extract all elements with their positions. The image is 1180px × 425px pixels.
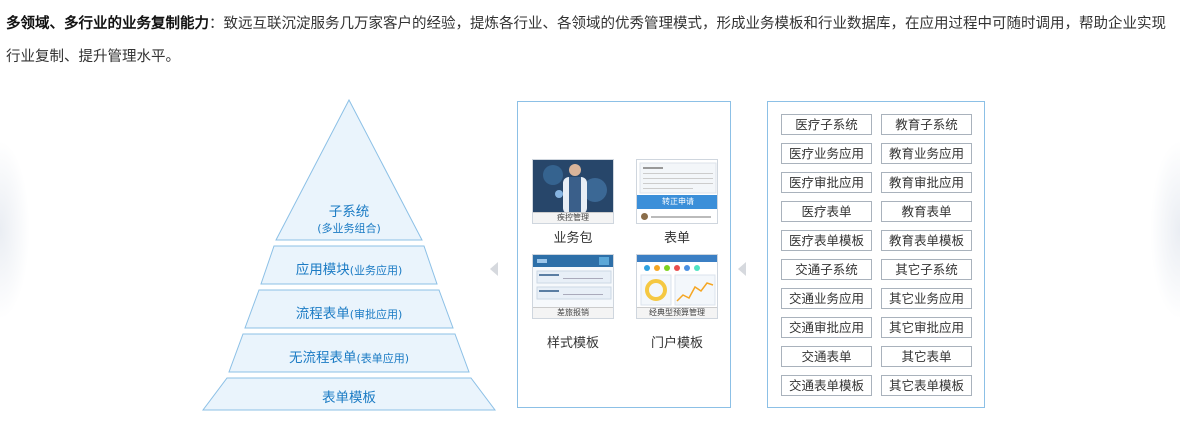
form-image	[637, 160, 717, 223]
arrow-left-icon	[738, 262, 746, 276]
style-template-thumbnail[interactable]: 差旅报销	[532, 254, 614, 319]
industry-cell[interactable]: 医疗业务应用	[781, 143, 872, 164]
form-thumbnail[interactable]: 转正申请	[636, 159, 718, 224]
form-caption: 转正申请	[662, 197, 694, 206]
industry-cell[interactable]: 其它审批应用	[881, 317, 972, 338]
business-package-image	[533, 160, 613, 214]
pyramid-top-label: 子系统 (多业务组合)	[200, 200, 498, 236]
pyramid-top-main: 子系统	[328, 204, 370, 220]
industry-cell[interactable]: 交通审批应用	[781, 317, 872, 338]
industry-cell[interactable]: 教育表单	[881, 201, 972, 222]
industry-cell[interactable]: 医疗表单模板	[781, 230, 872, 251]
industry-cell[interactable]: 教育表单模板	[881, 230, 972, 251]
industry-cell[interactable]: 医疗子系统	[781, 114, 872, 135]
pyramid-level-2-shape	[244, 289, 454, 329]
intro-text: ：致远互联沉淀服务几万家客户的经验，提炼各行业、各领域的优秀管理模式，形成业务模…	[6, 16, 1166, 65]
intro-paragraph: 多领域、多行业的业务复制能力：致远互联沉淀服务几万家客户的经验，提炼各行业、各领…	[6, 8, 1174, 74]
pyramid-level-2-sub: (审批应用)	[349, 308, 403, 321]
left-edge-glow	[0, 140, 30, 320]
pyramid-level-3-main: 无流程表单	[288, 350, 357, 366]
pyramid-level-3-shape	[228, 333, 470, 373]
industry-cell[interactable]: 教育审批应用	[881, 172, 972, 193]
pyramid-level-2-label: 流程表单(审批应用)	[200, 302, 498, 322]
pyramid-level-2-main: 流程表单	[295, 306, 350, 322]
pyramid-level-1-label: 应用模块(业务应用)	[200, 258, 498, 278]
industry-cell[interactable]: 其它子系统	[881, 259, 972, 280]
industry-cell[interactable]: 交通表单模板	[781, 375, 872, 396]
pyramid-level-1-main: 应用模块	[295, 262, 350, 278]
industry-cell[interactable]: 其它业务应用	[881, 288, 972, 309]
pyramid-level-3-label: 无流程表单(表单应用)	[200, 346, 498, 366]
industry-cell[interactable]: 医疗表单	[781, 201, 872, 222]
industry-cell[interactable]: 医疗审批应用	[781, 172, 872, 193]
industry-cell[interactable]: 交通子系统	[781, 259, 872, 280]
business-package-label: 业务包	[553, 231, 593, 246]
template-panel: 疾控管理 业务包 转正申请 表单	[517, 101, 731, 408]
industry-cell[interactable]: 交通表单	[781, 346, 872, 367]
business-package-thumbnail[interactable]: 疾控管理	[532, 159, 614, 224]
pyramid-graphic	[202, 98, 496, 411]
portal-template-caption: 经典型预算管理	[637, 307, 717, 318]
pyramid-top-triangle	[275, 98, 423, 241]
style-template-caption: 差旅报销	[533, 307, 613, 318]
arrow-left-icon	[490, 262, 498, 276]
industry-cell[interactable]: 教育业务应用	[881, 143, 972, 164]
style-template-label: 样式模板	[546, 336, 599, 351]
pyramid-top-sub: (多业务组合)	[317, 222, 381, 235]
form-label: 表单	[663, 231, 690, 246]
industry-cell[interactable]: 其它表单模板	[881, 375, 972, 396]
portal-template-thumbnail[interactable]: 经典型预算管理	[636, 254, 718, 319]
pyramid-level-4-main: 表单模板	[322, 390, 376, 406]
right-edge-glow	[1150, 140, 1180, 320]
style-template-image	[533, 255, 613, 309]
pyramid-level-1-sub: (业务应用)	[349, 264, 403, 277]
industry-cell[interactable]: 交通业务应用	[781, 288, 872, 309]
pyramid-level-1-shape	[260, 245, 438, 285]
industry-grid-panel: 医疗子系统 教育子系统 医疗业务应用 教育业务应用 医疗审批应用 教育审批应用 …	[767, 101, 985, 408]
pyramid-diagram: 子系统 (多业务组合) 应用模块(业务应用) 流程表单(审批应用) 无流程表单(…	[200, 98, 498, 412]
pyramid-level-4-label: 表单模板	[200, 386, 498, 406]
industry-cell[interactable]: 教育子系统	[881, 114, 972, 135]
portal-template-label: 门户模板	[650, 336, 703, 351]
intro-heading: 多领域、多行业的业务复制能力	[6, 16, 209, 32]
industry-cell[interactable]: 其它表单	[881, 346, 972, 367]
business-package-caption: 疾控管理	[533, 212, 613, 223]
portal-template-image	[637, 255, 717, 309]
pyramid-level-3-sub: (表单应用)	[356, 352, 410, 365]
pyramid-level-4-shape	[202, 377, 496, 411]
